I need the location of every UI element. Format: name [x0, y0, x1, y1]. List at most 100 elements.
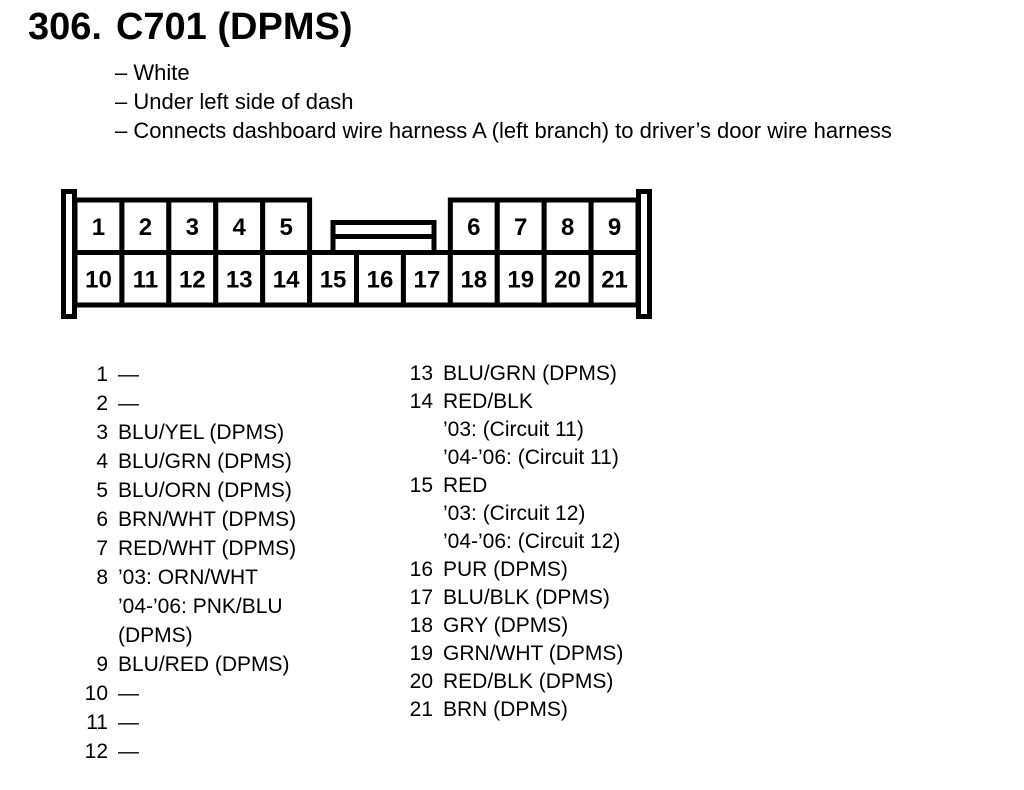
connector-pin-number: 18 [460, 267, 487, 294]
pin-wire-label-line: — [118, 740, 139, 763]
pin-wire-label-line: ’04-’06: (Circuit 12) [443, 530, 621, 553]
pin-row: 6 BRN/WHT (DPMS) [68, 505, 296, 534]
pin-wire-label: BLU/RED (DPMS) [118, 650, 290, 679]
pin-number: 6 [96, 508, 108, 531]
pin-row: 2— [68, 389, 296, 418]
pin-wire-label: ’03: ORN/WHT’04-’06: PNK/BLU(DPMS) [118, 563, 283, 650]
connector-cell [541, 197, 594, 255]
pin-row: 8’03: ORN/WHT’04-’06: PNK/BLU(DPMS) [68, 563, 296, 650]
pin-row: 19 GRN/WHT (DPMS) [393, 640, 624, 668]
pin-number: 17 [409, 586, 433, 609]
connector-cell [447, 250, 500, 308]
pin-wire-label-line: ’03: (Circuit 11) [443, 418, 584, 441]
connector-pin-number: 13 [226, 267, 253, 294]
pin-wire-label: — [118, 360, 139, 389]
pin-number: 13 [409, 362, 433, 385]
pin-number: 10 [84, 682, 108, 705]
connector-pin-number: 20 [554, 267, 581, 294]
pin-wire-label: BLU/ORN (DPMS) [118, 476, 292, 505]
pin-number: 21 [409, 698, 433, 721]
connector-pin-number: 10 [85, 267, 112, 294]
pin-number: 16 [409, 558, 433, 581]
pin-wire-label: BLU/GRN (DPMS) [118, 447, 292, 476]
connector-cell [588, 197, 641, 255]
bullet-item: – White [115, 60, 190, 85]
pin-wire-label-line: ’03: ORN/WHT [118, 566, 259, 589]
pin-row: 1— [68, 360, 296, 389]
pin-row: 5 BLU/ORN (DPMS) [68, 476, 296, 505]
connector-pin-number: 21 [601, 267, 628, 294]
pin-wire-label: RED/WHT (DPMS) [118, 534, 296, 563]
connector-pin-number: 7 [514, 214, 527, 241]
pin-wire-label-line: BLU/YEL (DPMS) [118, 421, 285, 444]
pin-number: 18 [409, 614, 433, 637]
connector-pin-number: 4 [233, 214, 247, 241]
pin-wire-label: BRN/WHT (DPMS) [118, 505, 296, 534]
pin-wire-label: — [118, 679, 139, 708]
pin-wire-label-line: BRN/WHT (DPMS) [118, 508, 297, 531]
pin-row: 3 BLU/YEL (DPMS) [68, 418, 296, 447]
pin-wire-label-line: BLU/RED (DPMS) [118, 653, 290, 676]
pin-number: 1 [96, 363, 108, 386]
bullet-item: – Connects dashboard wire harness A (lef… [115, 118, 892, 143]
pin-wire-label: — [118, 708, 139, 737]
connector-pin-number: 16 [367, 267, 394, 294]
pin-number: 20 [409, 670, 433, 693]
pin-wire-label-line: PUR (DPMS) [443, 558, 568, 581]
pin-wire-label: BLU/YEL (DPMS) [118, 418, 284, 447]
pin-wire-label: GRY (DPMS) [443, 612, 568, 640]
pin-wire-label: — [118, 737, 139, 766]
connector-pin-number: 3 [186, 214, 199, 241]
pin-number: 2 [96, 392, 108, 415]
pin-row: 12— [68, 737, 296, 766]
connector-cell [447, 197, 500, 255]
bullet-list: – White – Under left side of dash – Connec… [115, 58, 892, 145]
pin-wire-label-line: GRN/WHT (DPMS) [443, 642, 624, 665]
pin-number: 14 [409, 390, 433, 413]
pin-wire-label: GRN/WHT (DPMS) [443, 640, 623, 668]
pin-wire-label: RED ’03: (Circuit 12) ’04-’06: (Circuit 12… [443, 472, 620, 556]
pin-number: 19 [409, 642, 433, 665]
page-title: 306. C701 (DPMS) [28, 6, 352, 49]
pin-number: 3 [96, 421, 108, 444]
pin-wire-label-line: — [118, 711, 139, 734]
pin-wire-label: PUR (DPMS) [443, 556, 568, 584]
pin-wire-label-line: ’04-’06: (Circuit 11) [443, 446, 619, 469]
pin-wire-label-line: BLU/GRN (DPMS) [118, 450, 292, 473]
pin-wire-label-line: ’03: (Circuit 12) [443, 502, 586, 525]
connector-pin-number: 5 [279, 214, 292, 241]
pin-number: 15 [409, 474, 433, 497]
pin-number: 11 [86, 711, 108, 734]
pin-row: 10 — [68, 679, 296, 708]
pin-wire-label-line: — [118, 363, 139, 386]
pin-wire-label-line: GRY (DPMS) [443, 614, 569, 637]
connector-pin-number: 1 [92, 214, 105, 241]
pin-wire-label-line: RED [443, 474, 488, 497]
bullet-item: – Under left side of dash [115, 89, 354, 114]
pin-number: 8 [96, 566, 108, 589]
connector-pin-number: 9 [608, 214, 621, 241]
section-number: 306. [28, 6, 102, 48]
connector-cell [213, 197, 266, 255]
pin-row: 15 RED ’03: (Circuit 12) ’04-’06: (Circuit … [393, 472, 623, 556]
pin-number: 5 [96, 479, 108, 502]
connector-id: C701 (DPMS) [115, 6, 353, 48]
pin-wire-label-line: — [118, 682, 139, 705]
pin-row: 11 — [68, 708, 296, 737]
pin-wire-label: BLU/BLK (DPMS) [443, 584, 610, 612]
connector-pin-number: 14 [273, 267, 300, 294]
connector-pin-number: 17 [414, 267, 441, 294]
pin-wire-label-line: BLU/ORN (DPMS) [118, 479, 292, 502]
connector-pin-number: 12 [179, 267, 206, 294]
pin-wire-label-line: ’04-’06: PNK/BLU [118, 595, 283, 618]
